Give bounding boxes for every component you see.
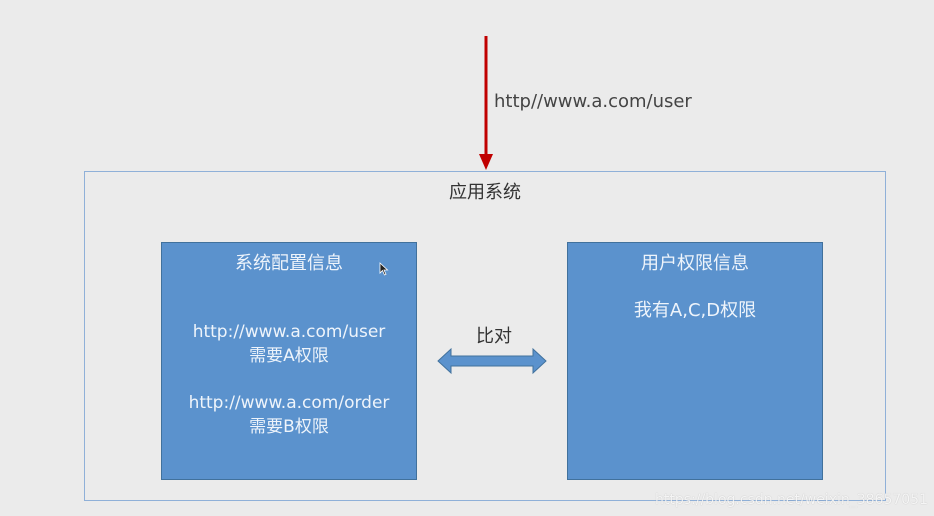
user-permission-box: 用户权限信息 我有A,C,D权限: [567, 242, 823, 480]
compare-double-arrow: [437, 347, 547, 375]
system-config-rules: http://www.a.com/user 需要A权限 http://www.a…: [162, 320, 416, 439]
app-system-box: 应用系统: [84, 171, 886, 501]
config-perm-a: 需要A权限: [249, 346, 329, 366]
compare-label: 比对: [476, 326, 512, 347]
system-config-box: 系统配置信息 http://www.a.com/user 需要A权限 http:…: [161, 242, 417, 480]
user-permission-text: 我有A,C,D权限: [633, 300, 757, 321]
config-url-order: http://www.a.com/order: [188, 393, 390, 413]
config-url-user: http://www.a.com/user: [192, 322, 386, 342]
mouse-pointer-icon: [379, 262, 389, 276]
app-system-title: 应用系统: [449, 182, 521, 203]
request-arrow: [479, 36, 493, 170]
system-config-title: 系统配置信息: [235, 253, 343, 274]
watermark: https://blog.csdn.net/weixin_38657051: [654, 492, 928, 508]
config-perm-b: 需要B权限: [249, 417, 329, 437]
user-permission-title: 用户权限信息: [641, 253, 749, 274]
request-url-label: http//www.a.com/user: [494, 91, 692, 112]
